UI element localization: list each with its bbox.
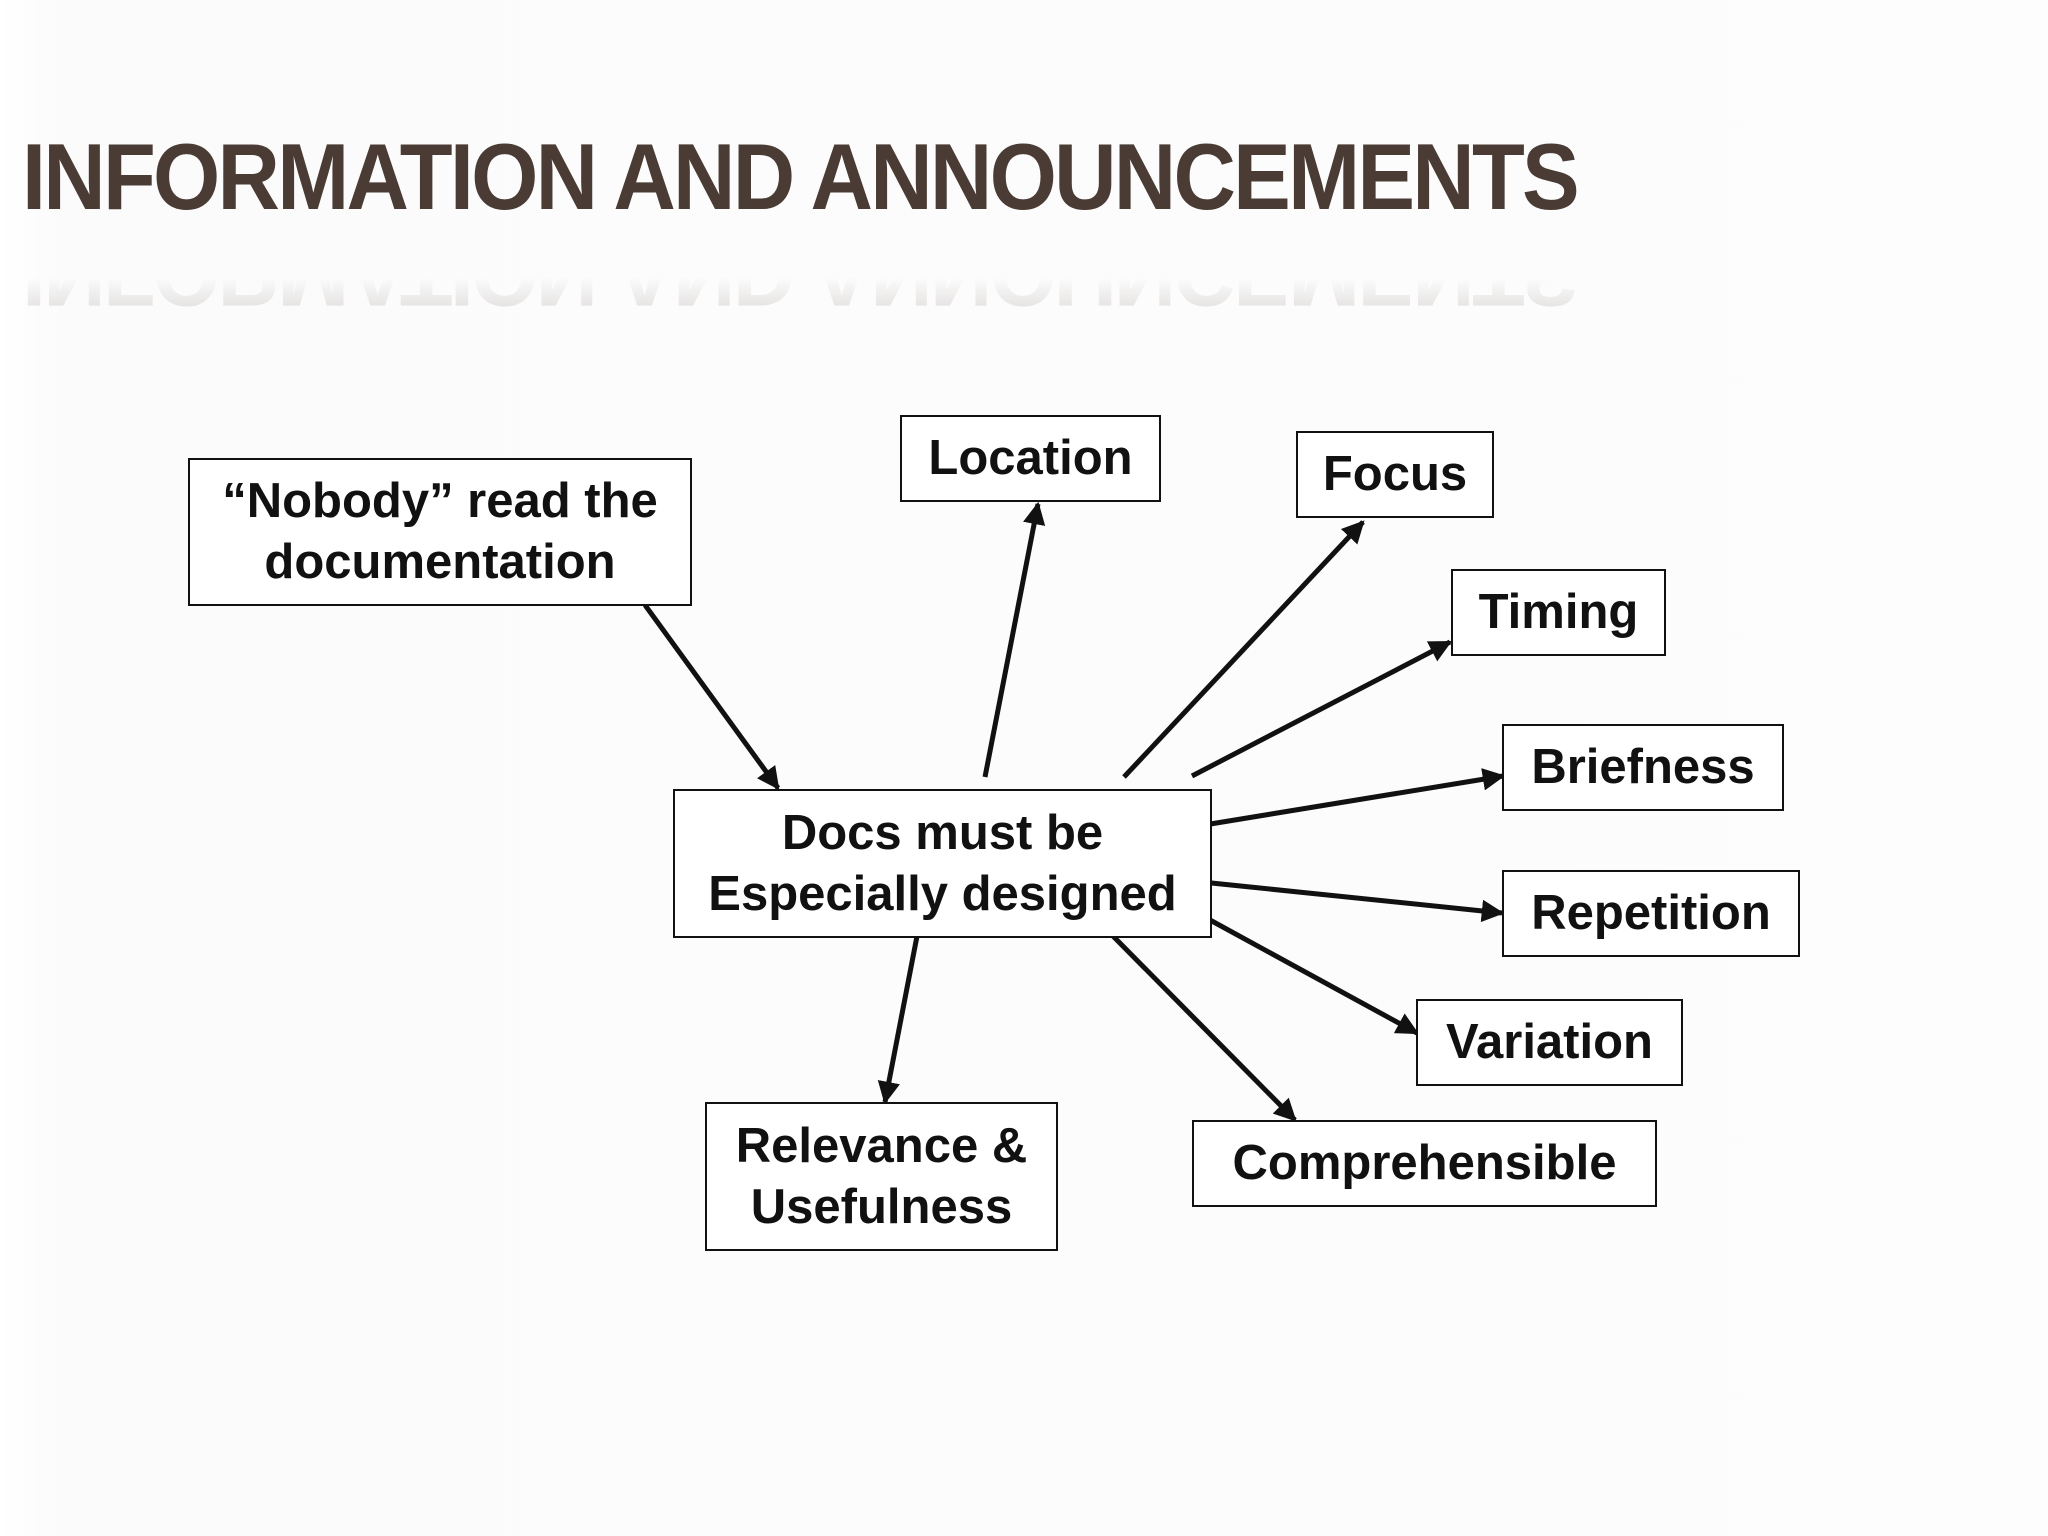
focus-label: Focus [1322, 447, 1468, 501]
focus-box: Focus [1296, 431, 1494, 518]
timing-label: Timing [1478, 585, 1639, 639]
briefness-box: Briefness [1502, 724, 1784, 811]
arrow-to-location [982, 501, 1046, 778]
arrow-to-focus [1122, 520, 1365, 779]
arrow-to-briefness [1191, 768, 1506, 830]
arrow-source-to-center [642, 603, 781, 790]
relevance-line-2: Usefulness [750, 1179, 1013, 1234]
arrow-to-comprehensible [1106, 929, 1297, 1122]
variation-box: Variation [1416, 999, 1683, 1086]
location-label: Location [928, 431, 1133, 485]
variation-label: Variation [1446, 1015, 1653, 1069]
repetition-label: Repetition [1531, 886, 1771, 940]
briefness-label: Briefness [1531, 740, 1755, 794]
source-line-1: “Nobody” read the [222, 474, 658, 528]
arrow-to-variation [1208, 917, 1419, 1036]
arrow-to-relevance [877, 930, 921, 1105]
source-line-2: documentation [264, 535, 616, 589]
relevance-line-1: Relevance & [735, 1118, 1028, 1173]
timing-box: Timing [1451, 569, 1666, 656]
arrow-to-timing [1190, 639, 1452, 779]
comprehensible-box: Comprehensible [1192, 1120, 1657, 1207]
comprehensible-label: Comprehensible [1232, 1136, 1617, 1190]
slide-title: INFORMATION AND ANNOUNCEMENTS [22, 124, 1580, 229]
location-box: Location [900, 415, 1161, 502]
arrow-to-repetition [1191, 878, 1505, 923]
center-box: Docs must be Especially designed [673, 789, 1212, 938]
center-line-2: Especially designed [708, 866, 1177, 921]
relevance-box: Relevance & Usefulness [705, 1102, 1058, 1251]
center-line-1: Docs must be [781, 805, 1104, 860]
repetition-box: Repetition [1502, 870, 1800, 957]
source-box: “Nobody” read the documentation [188, 458, 692, 606]
title-area: INFORMATION AND ANNOUNCEMENTS INFORMATIO… [22, 124, 1712, 327]
